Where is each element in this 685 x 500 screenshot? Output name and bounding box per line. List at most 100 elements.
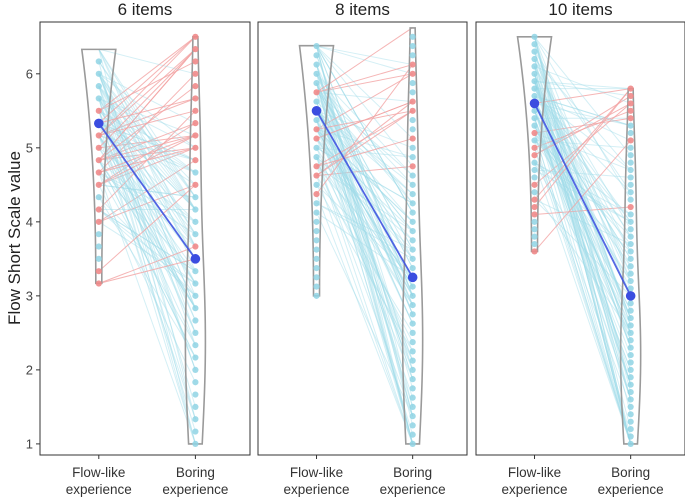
mean-point-boring (407, 272, 418, 283)
individual-line (534, 51, 632, 193)
individual-line (316, 129, 414, 352)
data-point (409, 283, 416, 290)
individual-line (534, 66, 632, 319)
y-tick-label: 6 (26, 66, 33, 81)
data-point (627, 418, 634, 425)
individual-line (316, 55, 414, 297)
individual-line (534, 199, 631, 245)
individual-line (98, 98, 196, 260)
y-axis-title: Flow Short Scale value (5, 151, 24, 325)
data-point (531, 33, 538, 40)
reversed-line (316, 27, 413, 93)
data-point (95, 95, 102, 102)
individual-line (316, 82, 414, 315)
data-point (409, 311, 416, 318)
individual-line (98, 147, 196, 223)
mean-point-flow-like (529, 98, 540, 109)
reversed-line (534, 206, 631, 215)
data-point (627, 144, 634, 151)
individual-line (98, 209, 196, 297)
individual-line (534, 140, 632, 282)
y-tick-label: 2 (26, 362, 33, 377)
reversed-line (98, 184, 196, 272)
data-point (627, 255, 634, 262)
data-point (95, 243, 102, 250)
individual-lines (534, 36, 632, 445)
individual-line (316, 101, 414, 408)
data-point (409, 366, 416, 373)
individual-line (316, 101, 414, 371)
individual-line (316, 110, 414, 306)
individual-line (534, 88, 632, 252)
individual-line (316, 175, 414, 445)
individual-line (534, 118, 632, 400)
individual-line (98, 61, 196, 198)
individual-line (316, 166, 414, 278)
data-point (192, 403, 199, 410)
individual-line (98, 73, 196, 297)
data-point (627, 403, 634, 410)
individual-line (534, 80, 632, 237)
reversed-line (316, 110, 413, 177)
individual-line (98, 135, 196, 420)
data-point (192, 317, 199, 324)
data-point (531, 41, 538, 48)
data-point (313, 98, 320, 105)
data-point (409, 33, 416, 40)
individual-line (534, 110, 632, 334)
individual-line (534, 132, 631, 171)
individual-line (534, 125, 632, 311)
individual-line (534, 103, 632, 445)
individual-line (316, 138, 414, 232)
individual-line (534, 147, 632, 445)
reversed-line (98, 135, 196, 173)
individual-line (98, 135, 196, 309)
reversed-line (534, 88, 632, 200)
individual-line (98, 135, 196, 284)
panel-3: 10 itemsFlow-likeexperienceBoringexperie… (475, 0, 685, 497)
data-point (192, 440, 199, 447)
data-point (627, 152, 634, 159)
individual-line (534, 110, 632, 356)
data-point (192, 280, 199, 287)
reversed-line (98, 36, 196, 112)
reversed-point (409, 107, 416, 114)
reversed-point (192, 83, 199, 90)
data-point (313, 200, 320, 207)
reversed-line (316, 73, 413, 130)
data-point (627, 322, 634, 329)
individual-line (98, 85, 196, 260)
data-point (313, 42, 320, 50)
data-point (531, 240, 538, 248)
violin-flow-like (516, 36, 553, 253)
reversed-line (98, 147, 196, 186)
individual-line (534, 58, 632, 445)
data-point (409, 320, 416, 327)
reversed-point (313, 172, 320, 179)
individual-line (534, 36, 632, 200)
reversed-point (95, 132, 102, 139)
data-point (313, 265, 320, 272)
individual-line (98, 159, 196, 309)
individual-line (98, 172, 196, 223)
individual-line (98, 73, 196, 198)
data-point (409, 385, 416, 392)
individual-line (316, 166, 414, 361)
panel-title: 8 items (335, 0, 390, 19)
data-point (409, 329, 416, 336)
reversed-point (409, 135, 416, 142)
reversed-point (95, 206, 102, 213)
data-point (409, 431, 416, 438)
data-point (313, 292, 320, 299)
individual-line (316, 110, 414, 445)
data-point (409, 265, 416, 272)
data-point (313, 246, 320, 253)
reversed-line (98, 122, 196, 161)
individual-line (534, 103, 632, 260)
individual-line (534, 81, 632, 348)
data-point (409, 89, 416, 96)
mean-point-flow-like (311, 106, 322, 116)
individual-line (534, 118, 632, 371)
reversed-line (98, 48, 196, 136)
individual-line (316, 156, 414, 343)
